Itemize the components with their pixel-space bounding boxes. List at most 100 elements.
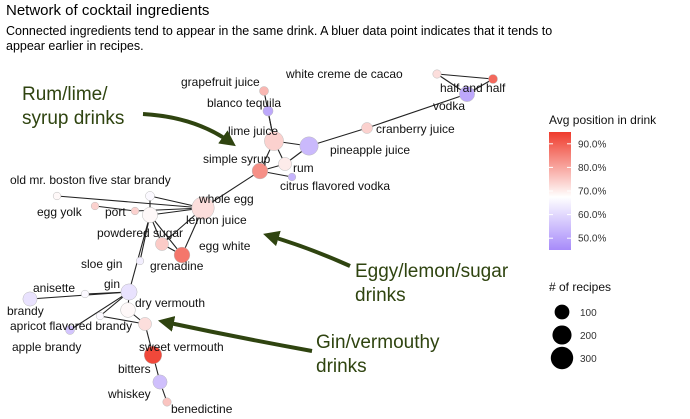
label-half-and-half: half and half [440, 81, 506, 95]
label-citrus-flavored-vodka: citrus flavored vodka [280, 179, 390, 193]
chart-title: Network of cocktail ingredients [6, 2, 210, 19]
edge-white-creme-de-cacao-half-and-half [436, 73, 494, 80]
label-gin: gin [104, 277, 120, 291]
size-legend-label: 300 [580, 354, 597, 365]
node-egg-yolk [90, 201, 100, 211]
node-half-and-half [488, 74, 498, 84]
node-egg-white [155, 237, 169, 251]
edge-gin-apple-brandy [69, 291, 130, 331]
label-sweet-vermouth: sweet vermouth [139, 340, 224, 354]
node-white-creme-de-cacao [432, 69, 442, 79]
annotation-text-gin-vermouthy: Gin/vermouthy [316, 332, 440, 353]
annotation-arrow-gin-vermouthy [157, 316, 313, 353]
node-vodka [459, 86, 475, 102]
node-port [130, 206, 140, 216]
node-grapefruit-juice [259, 86, 269, 96]
node-sloe-gin [135, 256, 145, 266]
label-grenadine: grenadine [150, 259, 204, 273]
node-brandy [22, 291, 38, 307]
label-lime-juice: lime juice [228, 124, 278, 138]
color-legend-bar [549, 132, 571, 250]
label-benedictine: benedictine [171, 402, 233, 416]
size-legend-dot [552, 325, 572, 345]
edge-egg-yolk-port [94, 205, 136, 212]
label-lemon-juice: lemon juice [186, 213, 247, 227]
label-egg-yolk: egg yolk [37, 205, 83, 219]
node-gin [120, 283, 138, 301]
annotation-text-eggy-lemon-sugar: drinks [355, 285, 406, 306]
edge-cranberry-juice-pineapple-juice [308, 127, 368, 147]
label-pineapple-juice: pineapple juice [330, 143, 410, 157]
node-lemon-juice [191, 196, 215, 220]
legend: Avg position in drink 90.0% 80.0% 70.0% 60.0… [549, 113, 657, 370]
size-legend-title: # of recipes [549, 280, 611, 294]
label-dry-vermouth: dry vermouth [135, 296, 205, 310]
size-legend-dot [550, 346, 574, 370]
labels-layer: white creme de cacao half and half vodka cr… [7, 67, 506, 416]
edge-powdered-sugar-grenadine [149, 214, 183, 256]
label-old-mr-boston-five-star-brandy: old mr. boston five star brandy [10, 173, 171, 187]
edge-brandy-gin [29, 291, 130, 300]
chart-subtitle: Connected ingredients tend to appear in … [6, 24, 553, 53]
node-whiskey [152, 374, 168, 390]
label-apple-brandy: apple brandy [12, 340, 81, 354]
color-legend-tick-label: 60.0% [578, 210, 606, 221]
color-legend-tick-label: 70.0% [578, 187, 606, 198]
color-legend-title: Avg position in drink [549, 113, 657, 127]
node-powdered-sugar [142, 207, 158, 223]
nodes-layer [22, 69, 498, 407]
label-bitters: bitters [118, 362, 151, 376]
label-egg-white: egg white [199, 239, 251, 253]
color-legend-tick-label: 80.0% [578, 163, 606, 174]
annotation-text-eggy-lemon-sugar: Eggy/lemon/sugar [355, 261, 509, 282]
size-legend-dot [554, 304, 570, 320]
annotation-text-gin-vermouthy: drinks [316, 356, 367, 377]
size-legend-label: 100 [580, 308, 597, 319]
label-whiskey: whiskey [107, 387, 151, 401]
node-simple-syrup [251, 162, 269, 180]
node-sweet-vermouth [138, 317, 152, 331]
node-bitters [143, 345, 163, 365]
node-cranberry-juice [361, 122, 373, 134]
label-grapefruit-juice: grapefruit juice [181, 75, 260, 89]
node-rum [278, 157, 292, 171]
node-pineapple-juice [299, 136, 319, 156]
label-brandy: brandy [7, 304, 44, 318]
node-apple-brandy [65, 325, 75, 335]
node-citrus-flavored-vodka [287, 172, 297, 182]
node-blanco-tequila [262, 105, 274, 117]
label-vodka: vodka [433, 99, 465, 113]
node-grenadine [173, 246, 191, 264]
edge-vodka-cranberry-juice [366, 93, 468, 129]
label-anisette: anisette [33, 281, 75, 295]
node-old-mr-boston-five-star-brandy [52, 191, 62, 201]
edge-powdered-sugar-gin [128, 214, 151, 293]
label-port: port [105, 205, 126, 219]
node-whole-egg [145, 191, 155, 201]
label-rum: rum [293, 161, 314, 175]
label-sloe-gin: sloe gin [81, 257, 122, 271]
node-dry-vermouth [120, 302, 136, 318]
edge-apricot-flavored-brandy-sweet-vermouth [99, 315, 146, 325]
label-whole-egg: whole egg [198, 192, 254, 206]
label-cranberry-juice: cranberry juice [376, 122, 455, 136]
label-powdered-sugar: powdered sugar [97, 226, 183, 240]
label-blanco-tequila: blanco tequila [207, 96, 281, 110]
color-legend-tick-label: 90.0% [578, 139, 606, 150]
annotation-text-rum-lime-syrup: syrup drinks [22, 108, 124, 129]
label-white-creme-de-cacao: white creme de cacao [285, 67, 403, 81]
node-benedictine [162, 397, 172, 407]
label-apricot-flavored-brandy: apricot flavored brandy [10, 319, 132, 333]
annotation-arrow-eggy-lemon-sugar [263, 230, 351, 268]
edge-old-mr-boston-five-star-brandy-lemon-juice [56, 195, 204, 209]
node-anisette [80, 289, 90, 299]
annotation-text-rum-lime-syrup: Rum/lime/ [22, 84, 108, 105]
label-simple-syrup: simple syrup [203, 152, 271, 166]
size-legend-label: 200 [580, 331, 597, 342]
node-apricot-flavored-brandy [95, 311, 105, 321]
annotation-arrow-rum-lime-syrup [142, 112, 236, 147]
color-legend-tick-label: 50.0% [578, 234, 606, 245]
node-lime-juice [264, 131, 284, 151]
